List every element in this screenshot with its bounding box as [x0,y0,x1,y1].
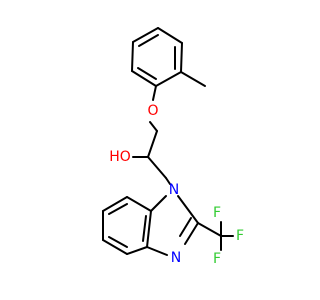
bond [108,236,128,248]
bond [155,71,182,87]
atom-label-ether-oxygen: O [147,103,158,119]
bond [142,215,147,242]
bond [108,203,128,215]
bond [152,85,157,101]
bond [150,195,167,212]
bond [126,246,148,255]
bond [184,222,199,245]
bond [146,246,168,256]
bond [102,196,128,212]
bond [146,210,152,248]
bond [179,217,192,237]
atom-label-fluorine-c: F [213,251,221,267]
bond-layer [102,27,234,256]
bond [147,156,167,179]
bond [131,41,134,72]
bond [126,196,152,212]
bond [132,27,159,43]
bond [147,130,158,158]
bond [102,239,128,255]
atom-label-imidazole-n3: N [171,250,181,266]
bond [197,222,222,237]
bond [149,121,158,132]
atom-label-layer: O HO N N F F F [109,103,244,267]
atom-label-hydroxyl: HO [109,149,131,165]
atom-label-fluorine-a: F [213,205,221,221]
structure-drawing: O HO N N F F F [102,27,245,267]
atom-label-imidazole-n1: N [169,182,179,198]
atom-label-fluorine-b: F [236,228,244,244]
bond [165,177,171,185]
bond [177,195,199,224]
bond [131,70,157,87]
bond [137,67,157,80]
bond [180,42,183,73]
bond [180,71,206,87]
molecule-canvas: O HO N N F F F [102,27,245,267]
bond [138,34,159,47]
bond [157,27,183,44]
